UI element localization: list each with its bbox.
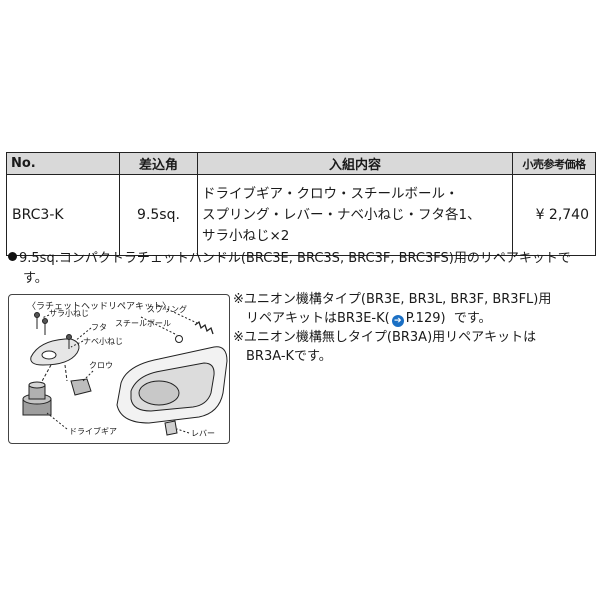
- note-2-line-2: BR3A-Kです。: [246, 349, 332, 364]
- contents-line: ドライブギア・クロウ・スチールボール・: [202, 185, 459, 202]
- header-contents: 入組内容: [197, 152, 513, 175]
- label-lever: レバー: [191, 429, 215, 438]
- label-spring: スプリング: [147, 305, 187, 314]
- label-steel-ball: スチールボール: [115, 319, 171, 328]
- label-cover: フタ: [91, 323, 107, 332]
- note-1-line-2: リペアキットはBR3E-K(➔P.129) です。: [233, 309, 597, 328]
- spec-table: No. 差込角 入組内容 小売参考価格 BRC3-K 9.5sq. ドライブギア…: [6, 152, 596, 256]
- label-pawl: クロウ: [89, 361, 113, 370]
- contents-line: スプリング・レバー・ナベ小ねじ・フタ各1、: [202, 206, 481, 223]
- note-1-text: リペアキットはBR3E-K(: [246, 311, 390, 326]
- label-pan-screw: ナベ小ねじ: [83, 337, 123, 346]
- table-header-row: No. 差込角 入組内容 小売参考価格: [6, 152, 596, 175]
- note-2-line-1: ※ユニオン機構無しタイプ(BR3A)用リペアキットは: [233, 330, 537, 345]
- page-reference-link[interactable]: P.129): [405, 311, 446, 326]
- side-notes: ※ユニオン機構タイプ(BR3E, BR3L, BR3F, BR3FL)用 リペア…: [233, 290, 597, 366]
- header-no: No.: [6, 152, 120, 175]
- note-1-text-end: です。: [453, 311, 492, 326]
- cell-no: BRC3-K: [6, 174, 120, 256]
- cell-price: ¥ 2,740: [512, 174, 596, 256]
- note-1-line-1: ※ユニオン機構タイプ(BR3E, BR3L, BR3F, BR3FL)用: [233, 292, 552, 307]
- bullet-note: 9.5sq.コンパクトラチェットハンドル(BRC3E, BRC3S, BRC3F…: [8, 249, 596, 289]
- diagram-title: 〈ラチェットヘッドリペアキット〉: [27, 302, 172, 312]
- arrow-right-circle-icon: ➔: [391, 315, 404, 327]
- label-countersunk-screw: サラ小ねじ: [49, 309, 89, 318]
- bullet-note-line: す。: [23, 271, 48, 286]
- cell-drive: 9.5sq.: [119, 174, 198, 256]
- header-price: 小売参考価格: [512, 152, 596, 175]
- table-row: BRC3-K 9.5sq. ドライブギア・クロウ・スチールボール・ スプリング・…: [6, 174, 596, 256]
- header-drive: 差込角: [119, 152, 198, 175]
- label-drive-gear: ドライブギア: [69, 427, 117, 436]
- repair-kit-diagram: 〈ラチェットヘッドリペアキット〉 サラ小ねじ フタ ナベ小ねじ スプリング スチ…: [8, 294, 230, 444]
- bullet-icon: [8, 252, 17, 261]
- exploded-view-illustration: [22, 308, 228, 436]
- bullet-note-line: 9.5sq.コンパクトラチェットハンドル(BRC3E, BRC3S, BRC3F…: [19, 251, 571, 266]
- contents-line: サラ小ねじ×2: [202, 227, 290, 244]
- cell-contents: ドライブギア・クロウ・スチールボール・ スプリング・レバー・ナベ小ねじ・フタ各1…: [197, 174, 513, 256]
